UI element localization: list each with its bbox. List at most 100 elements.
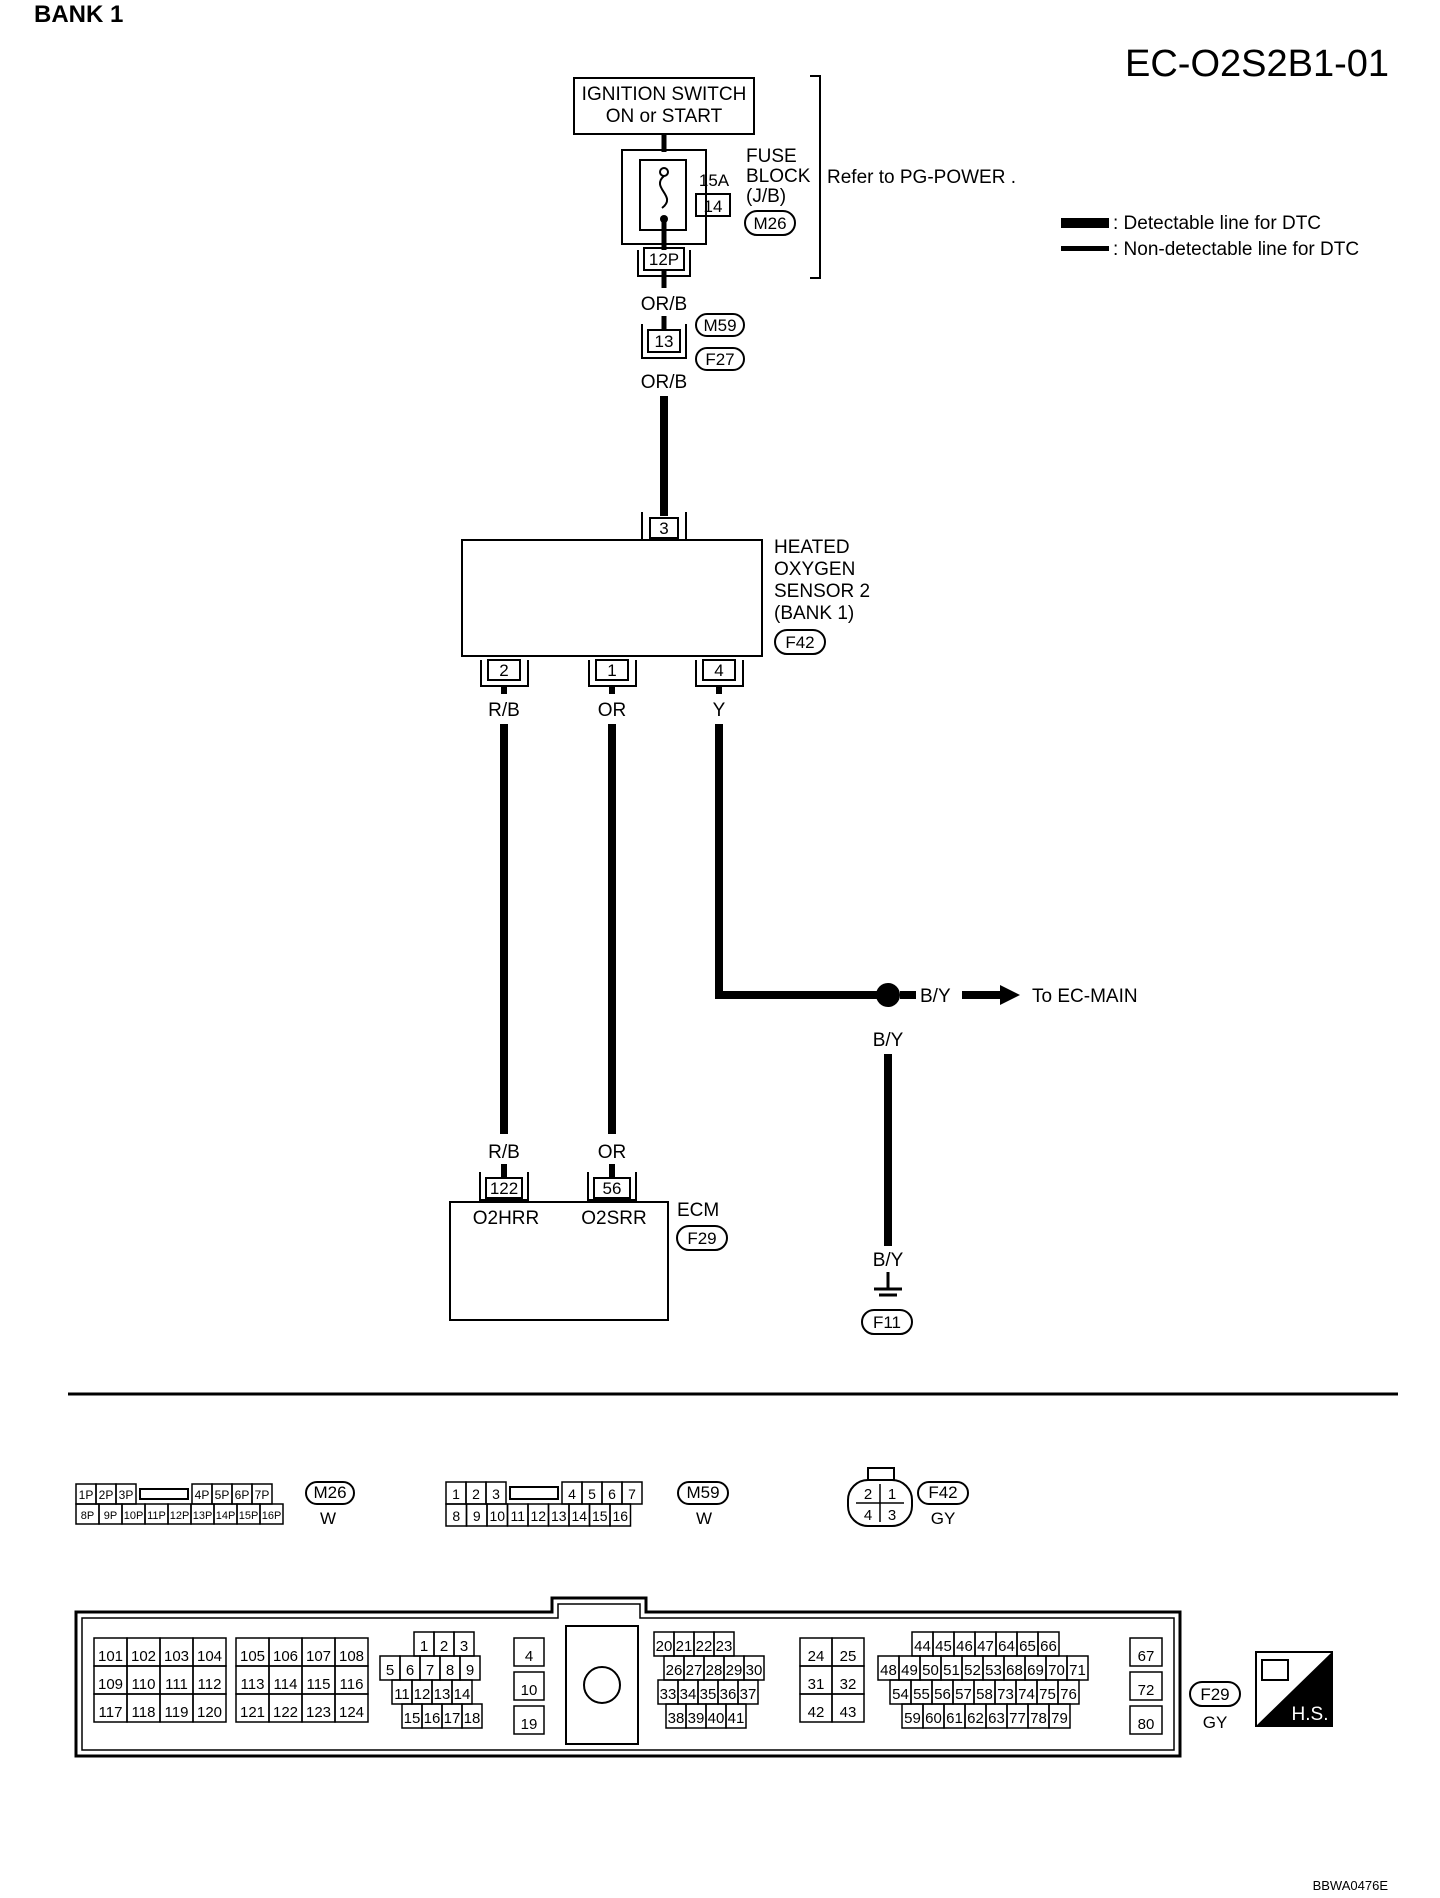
ecm-connector-oval [676, 1225, 728, 1251]
f29-g8-pin-cell [1129, 1637, 1163, 1667]
f42-latch [867, 1467, 895, 1481]
f29-g7-pin-label: 50 [922, 1662, 939, 1679]
wire-label-y: Y [713, 700, 726, 721]
sensor-connector: F42 [785, 633, 814, 652]
sensor-pin-a-box [487, 659, 521, 681]
m59-pin-latch [509, 1486, 559, 1500]
fuse-amp: 15A [699, 171, 730, 190]
sensor-box [461, 539, 763, 657]
f42-pin: 2 [864, 1486, 872, 1503]
f29-g2-pin-label: 105 [240, 1648, 265, 1665]
f29-g7-pin-label: 79 [1051, 1710, 1068, 1727]
f29-g4-pin-cell [513, 1705, 545, 1735]
m26-pin-cell [259, 1503, 284, 1525]
hs-badge-fill [1256, 1652, 1332, 1726]
f29-g2-pin-label: 121 [240, 1704, 265, 1721]
fuse-number: 14 [704, 197, 723, 216]
f29-g2-pin-label: 124 [339, 1704, 364, 1721]
m26-color: W [320, 1509, 336, 1528]
f29-g3-pin-label: 18 [464, 1710, 481, 1727]
legend-thick-line [1061, 218, 1109, 228]
m59-pin-label: 3 [492, 1486, 500, 1502]
arrow-right-icon [1000, 985, 1020, 1005]
f29-g3-pin-label: 14 [454, 1686, 471, 1703]
f29-g5-pin-label: 37 [740, 1686, 757, 1703]
figure-ref: BBWA0476E [1313, 1878, 1389, 1893]
f29-g5-pin-label: 40 [708, 1710, 725, 1727]
f42-connector-id: F42 [928, 1483, 957, 1502]
f29-g6-pin-label: 42 [808, 1704, 825, 1721]
fuse-label3: (J/B) [746, 186, 786, 207]
wire-label-rb-top: R/B [488, 700, 520, 721]
refer-bracket [810, 75, 821, 279]
f29-guide-hole [583, 1666, 621, 1704]
f29-g7-pin-label: 71 [1069, 1662, 1086, 1679]
f29-g7-pin-label: 47 [977, 1638, 994, 1655]
f29-g2-pin-label: 114 [274, 1676, 298, 1693]
fuse-pin: 12P [649, 250, 679, 269]
f29-g5-pin-label: 34 [680, 1686, 697, 1703]
sensor-pin-a: 2 [499, 661, 508, 680]
f29-g1-pin-label: 111 [165, 1676, 188, 1693]
ignition-line2: ON or START [606, 106, 723, 127]
hs-connector-icon [1261, 1659, 1289, 1681]
f29-g8-pin-cell [1129, 1705, 1163, 1735]
fuse-number-box [695, 193, 731, 217]
ignition-line1: IGNITION SWITCH [582, 84, 747, 105]
sensor-connector-oval [774, 629, 826, 655]
fuse-connector: M26 [753, 214, 786, 233]
f29-g5-pin-label: 28 [706, 1662, 723, 1679]
fuse-label2: BLOCK [746, 166, 811, 187]
wire-label-to-main: To EC-MAIN [1032, 986, 1138, 1007]
wire-label-or-bottom: OR [598, 1142, 627, 1163]
m59-pin-label: 8 [452, 1508, 460, 1524]
splice-dot [876, 983, 900, 1007]
wire-y [715, 724, 888, 999]
f29-g7-pin-label: 64 [998, 1638, 1015, 1655]
f29-g6-pin-cell [831, 1693, 865, 1723]
f29-g5-pin-label: 20 [656, 1638, 673, 1655]
f29-g7-pin-label: 48 [880, 1662, 897, 1679]
m26-pin-label: 6P [235, 1488, 250, 1502]
m26-pin-label: 5P [215, 1488, 230, 1502]
f29-g3-pin-label: 9 [466, 1662, 474, 1679]
f29-g6-pin-label: 24 [808, 1648, 825, 1665]
f29-g2-pin-label: 122 [273, 1704, 298, 1721]
f29-g3-pin-label: 11 [394, 1686, 410, 1703]
m26-pin-latch [139, 1488, 189, 1500]
f29-g2-pin-label: 113 [241, 1676, 265, 1693]
fuse-terminal-top [659, 167, 669, 177]
joint-connector-top: M59 [703, 316, 736, 335]
joint-pin: 13 [655, 332, 674, 351]
m59-pin-label: 7 [628, 1486, 636, 1502]
m26-pin-label: 7P [255, 1488, 270, 1502]
m26-pin-label: 4P [195, 1488, 210, 1502]
wire-label-by-branch: B/Y [920, 986, 951, 1007]
wire-label-or-top: OR [598, 700, 627, 721]
f29-g5-pin-label: 29 [726, 1662, 743, 1679]
m59-pin-label: 14 [571, 1508, 587, 1524]
f29-g1-pin-label: 120 [197, 1704, 222, 1721]
f29-g5-pin-label: 35 [700, 1686, 717, 1703]
f29-connector-id: F29 [1200, 1685, 1229, 1704]
f29-g6-pin-label: 25 [840, 1648, 857, 1665]
m26-connector-id: M26 [313, 1483, 346, 1502]
sensor-line4: (BANK 1) [774, 603, 854, 624]
m26-pin-label: 2P [99, 1488, 114, 1502]
f29-g1-pin-label: 110 [132, 1676, 156, 1693]
f29-g2-pin-label: 107 [306, 1648, 331, 1665]
ecm-pin-a: 122 [490, 1179, 518, 1198]
sensor-line1: HEATED [774, 537, 850, 558]
ecm-pin-b: 56 [603, 1179, 622, 1198]
f29-g3-pin-label: 6 [406, 1662, 414, 1679]
sensor-line3: SENSOR 2 [774, 581, 870, 602]
f29-housing-inner [81, 1603, 1175, 1751]
f29-color: GY [1203, 1713, 1228, 1732]
f29-g5-pin-label: 39 [688, 1710, 705, 1727]
f29-g2-pin-label: 108 [339, 1648, 364, 1665]
f29-g2-pin-label: 106 [273, 1648, 298, 1665]
f29-g1-pin-cell [192, 1693, 227, 1723]
